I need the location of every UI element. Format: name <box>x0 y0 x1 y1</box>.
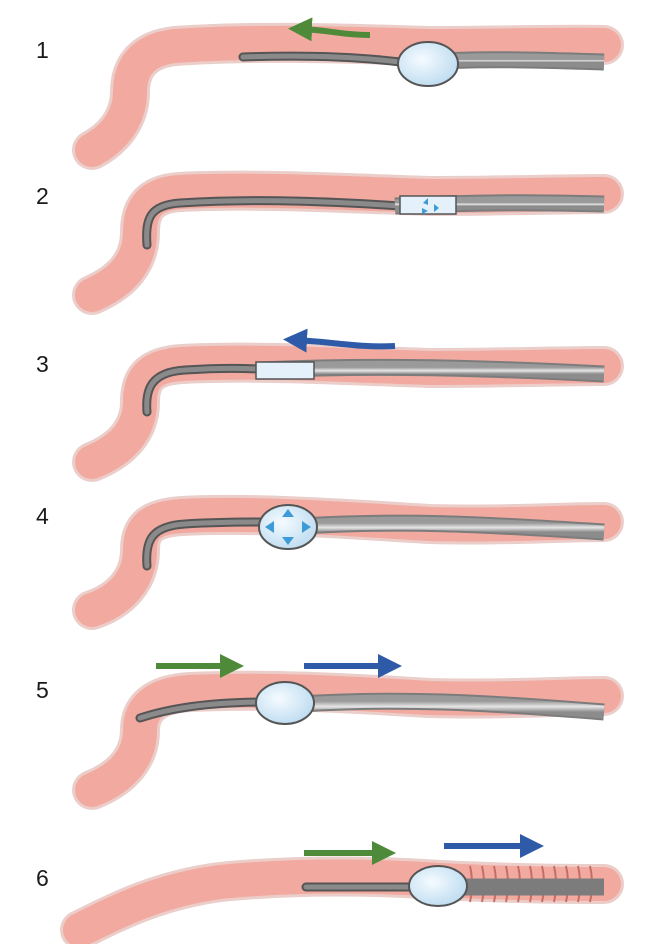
step-number: 6 <box>36 865 49 891</box>
inflation-marks <box>265 509 311 545</box>
step-number: 3 <box>36 351 49 377</box>
overtube-advance-arrow <box>283 328 396 353</box>
step-number: 5 <box>36 677 49 703</box>
step-2: 2 <box>36 170 624 315</box>
step-5: 5 <box>36 654 624 810</box>
deflation-marks <box>422 198 439 214</box>
balloon <box>258 504 318 550</box>
step-1: 1 <box>36 17 624 170</box>
step-6: 6 <box>36 834 624 944</box>
endoscope-advance-arrow <box>288 17 371 42</box>
balloon <box>397 41 459 87</box>
balloon <box>408 865 468 907</box>
step-3: 3 <box>36 328 624 482</box>
step-number: 1 <box>36 37 49 63</box>
step-4: 4 <box>36 494 624 630</box>
balloon <box>255 681 315 725</box>
step-number: 2 <box>36 183 49 209</box>
step-number: 4 <box>36 503 49 529</box>
balloon <box>255 361 315 380</box>
